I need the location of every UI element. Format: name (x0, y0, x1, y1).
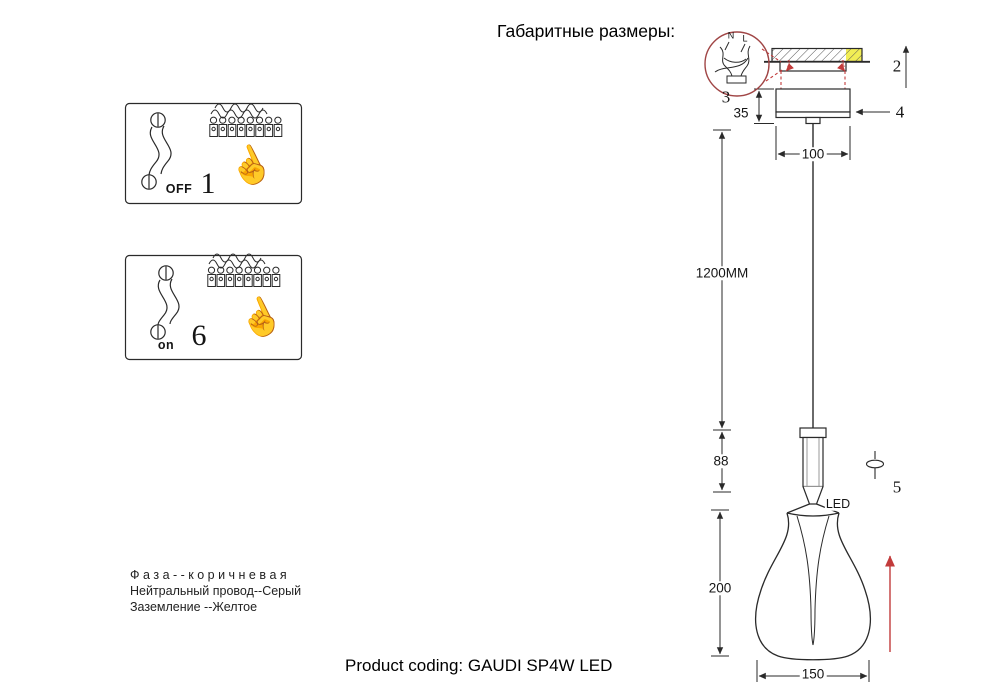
wiring-callout-circle (704, 31, 770, 97)
screw-label-left: 1 (786, 58, 792, 69)
terminal-block-icon (209, 103, 283, 137)
step-1-number: 1 (200, 167, 216, 200)
step-1-illustration (124, 102, 303, 205)
glass-shade (755, 503, 871, 661)
part-number-adjuster: 5 (892, 477, 902, 497)
screw-label-right: 1 (840, 58, 846, 69)
wire-legend-neutral: Нейтральный провод--Серый (130, 584, 302, 598)
rocker-switch-on-icon (150, 265, 180, 340)
screw-arrows (785, 63, 846, 72)
pendant-lamp-drawing (704, 31, 910, 682)
wire-n-label: N (727, 30, 735, 41)
dim-label-holder-height: 88 (711, 453, 731, 469)
wire-l-label: L (742, 33, 748, 44)
dim-label-cable-length: 1200MM (693, 265, 751, 281)
switch-state-off-label: OFF (165, 181, 193, 196)
canopy (775, 88, 851, 125)
dim-label-shade-height: 200 (706, 580, 734, 596)
dim-label-shade-width: 150 (799, 666, 827, 682)
dim-cable-and-holder (713, 129, 731, 493)
adjuster-screw-icon (865, 451, 885, 479)
switch-state-on-label: on (157, 337, 175, 352)
dim-label-canopy-height: 35 (731, 105, 751, 121)
ceiling-mount (764, 47, 870, 72)
part-number-wiring: 3 (721, 87, 731, 107)
dim-label-canopy-width: 100 (799, 146, 827, 162)
step-2-number: 6 (191, 319, 207, 352)
step-1-frame (124, 102, 303, 205)
part-number-canopy: 4 (895, 102, 905, 122)
step-2-illustration (124, 253, 303, 361)
wire-legend-phase: Ф а з а - - к о р и ч н е в а я (130, 568, 287, 582)
step-2-frame (124, 254, 303, 361)
led-holder (799, 427, 827, 505)
rocker-switch-off-icon (141, 112, 172, 190)
wiring-sketch (714, 41, 751, 84)
dim-canopy-height (754, 88, 774, 124)
wire-legend-ground: Заземление --Желтое (130, 600, 258, 614)
product-coding: Product coding: GAUDI SP4W LED (345, 656, 613, 675)
terminal-block-icon (207, 253, 281, 287)
led-label: LED (824, 496, 852, 511)
part-number-rod: 2 (892, 56, 902, 76)
page-title: Габаритные размеры: (497, 21, 676, 41)
callout-leader-lines (761, 48, 846, 89)
